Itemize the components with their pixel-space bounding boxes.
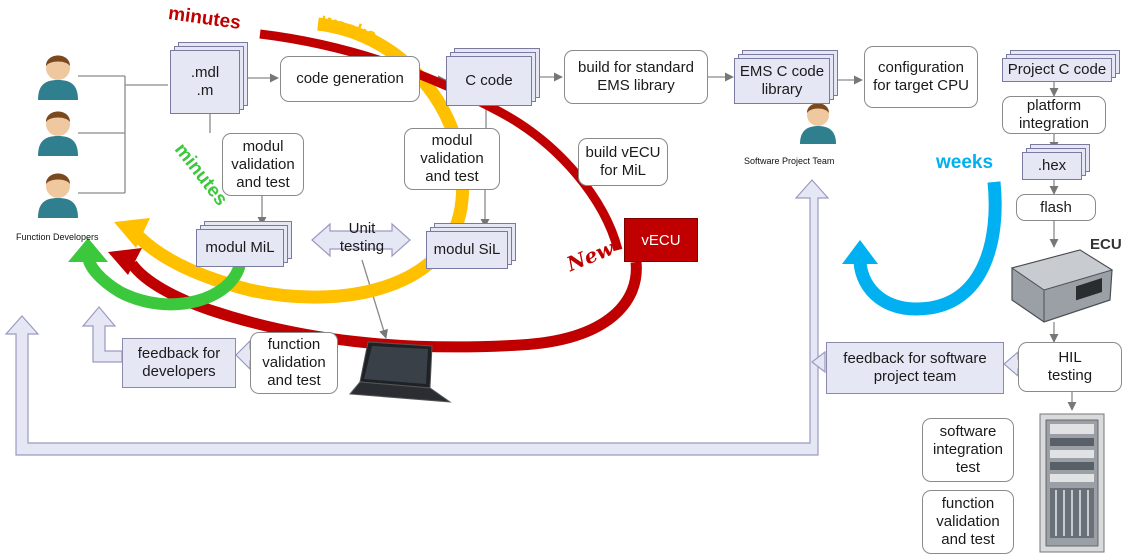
laptop-icon (348, 341, 452, 403)
flash-box: flash (1016, 194, 1096, 221)
ecu-icon (1010, 249, 1114, 323)
software-project-team-label: Software Project Team (744, 156, 835, 166)
green-loop-minutes (82, 254, 246, 311)
red-loop-head (108, 248, 142, 275)
hil-testing-box: HIL testing (1018, 342, 1122, 392)
hex-document: .hex (1022, 152, 1082, 180)
blue-loop-head (842, 240, 878, 264)
blue-loop-weeks (853, 181, 1002, 316)
developers-feedback-arrow (81, 306, 123, 363)
build-vecu-box: build vECU for MiL (578, 138, 668, 186)
red-loop-small (259, 29, 623, 252)
ecu-label: ECU (1090, 236, 1122, 253)
feedback-pipe (4, 179, 830, 456)
connector-laptop-unit (361, 259, 388, 339)
developer-person-icon (38, 111, 78, 156)
hil-rack-icon (1039, 413, 1105, 553)
code-generation-box: code generation (280, 56, 420, 102)
modul-validation-box-1: modul validation and test (222, 133, 304, 196)
unit-testing-label: Unit testing (339, 220, 385, 255)
configuration-box: configuration for target CPU (864, 46, 978, 108)
project-c-code-document: Project C code (1002, 58, 1112, 82)
feedback-software-box: feedback for software project team (826, 342, 1004, 394)
green-loop-head (68, 238, 108, 262)
modul-sil-document: modul SiL (426, 231, 508, 269)
feedback-software-chevron (811, 350, 826, 374)
feedback-developers-box: feedback for developers (122, 338, 236, 388)
yellow-loop-head (114, 218, 150, 248)
function-validation-box: function validation and test (250, 332, 338, 394)
connector-developers-tree (78, 75, 168, 194)
software-integration-box: software integration test (922, 418, 1014, 482)
project-team-person-icon (800, 103, 836, 144)
function-validation-box-2: function validation and test (922, 490, 1014, 554)
platform-integration-box: platform integration (1002, 96, 1106, 134)
ems-library-document: EMS C code library (734, 58, 830, 104)
vecu-box: vECU (624, 218, 698, 262)
build-standard-box: build for standard EMS library (564, 50, 708, 104)
loop-label-weeks-blue: weeks (936, 152, 994, 173)
developer-person-icon (38, 55, 78, 100)
function-developers-label: Function Developers (16, 232, 99, 242)
c-code-document: C code (446, 56, 532, 106)
modul-mil-document: modul MiL (196, 229, 284, 267)
mdl-document: .mdl .m (170, 50, 240, 114)
unit-testing-double-arrow (311, 222, 411, 258)
modul-validation-box-2: modul validation and test (404, 128, 500, 190)
developer-person-icon (38, 173, 78, 218)
